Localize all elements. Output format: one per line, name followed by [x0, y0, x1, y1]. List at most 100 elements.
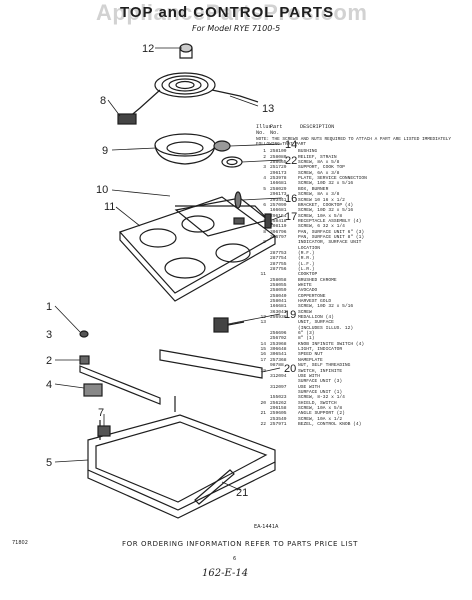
- part-number: 306541: [270, 352, 287, 358]
- part-description: UNIT, SURFACE: [298, 320, 334, 326]
- callout-label: 22: [285, 155, 297, 167]
- medallion: [179, 43, 193, 59]
- callout-label: 2: [46, 355, 52, 367]
- illus-number: 8: [263, 229, 266, 235]
- parts-list-row: 287753(R.F.): [256, 251, 468, 256]
- illus-number: 6: [263, 202, 266, 208]
- angle-support: [194, 469, 235, 505]
- part-description: INDICATOR, SURFACE UNIT: [298, 240, 362, 246]
- part-number: 293441: [270, 197, 287, 203]
- part-number: 306797: [270, 234, 287, 240]
- part-description: PAN, SURFACE UNIT 6" (3): [298, 229, 365, 235]
- callout-label: 4: [46, 379, 52, 391]
- part-number: 296158: [270, 405, 287, 411]
- part-description: NAMEPLATE: [298, 357, 323, 363]
- part-number: 98788: [270, 363, 284, 369]
- part-description: RECEPTACLE ASSEMBLY (4): [298, 218, 362, 224]
- illus-no-heading: Illus. No.: [256, 124, 275, 136]
- small-parts: [79, 330, 161, 405]
- part-number: 258041: [270, 299, 287, 305]
- part-description: (R.F.): [298, 250, 315, 256]
- callout-label: 14: [285, 139, 297, 151]
- part-number: 166681: [270, 181, 287, 187]
- part-description: HARVEST GOLD: [298, 299, 332, 305]
- part-description: COPPERTONE: [298, 293, 326, 299]
- parts-list-row: 287756(L.R.): [256, 267, 468, 272]
- drip-pan: [154, 133, 216, 165]
- parts-list-row: 258041 HARVEST GOLD: [256, 299, 468, 304]
- part-number: 259605: [270, 411, 287, 417]
- ordering-footer: FOR ORDERING INFORMATION REFER TO PARTS …: [122, 540, 358, 548]
- callout-numbers: 12 8 13 9 14 22 10 16 11 17 1 3 19 2 20 …: [46, 43, 297, 499]
- part-description: SCREW 10 16 x 1/2: [298, 197, 345, 203]
- part-description: (L.F.): [298, 261, 315, 267]
- part-number: 256702: [270, 336, 287, 342]
- part-number: 258055: [270, 283, 287, 288]
- part-description: BOX, BURNER: [298, 186, 329, 192]
- callout-label: 3: [46, 329, 52, 341]
- surface-unit-coil: [127, 72, 259, 119]
- part-number: 287754: [270, 256, 287, 262]
- part-description: LOCATION: [298, 245, 321, 251]
- part-description: BUSHING: [298, 149, 318, 155]
- part-description: (L.R.): [298, 266, 315, 272]
- parts-note: NOTE: THE SCREWS AND NUTS REQUIRED TO AT…: [256, 137, 451, 148]
- part-description: SHIELD, SWITCH: [298, 400, 337, 406]
- part-number: 306648: [270, 347, 287, 353]
- part-number: 363043: [270, 309, 287, 315]
- part-description: NUT, SELF THREADING: [298, 363, 351, 369]
- part-description: SCREW, 8A x 5/8: [298, 160, 340, 166]
- callout-label: 12: [142, 43, 154, 55]
- illus-number: 16: [260, 352, 266, 358]
- part-description: SCREW, 8A x 3/8: [298, 192, 340, 198]
- part-number: 155023: [270, 395, 287, 401]
- part-number: 257368: [270, 357, 287, 363]
- part-description: SCREW, 6A x 3/8: [298, 170, 340, 176]
- parts-list-row: SURFACE UNIT (3): [256, 379, 468, 384]
- callout-label: 5: [46, 457, 52, 469]
- part-number: 256696: [270, 331, 287, 337]
- parts-list-row: SURFACE UNIT (1): [256, 390, 468, 395]
- part-number: 166681: [270, 304, 287, 310]
- part-number: 287755: [270, 261, 287, 267]
- part-description: SCREW, 10A x 5/8: [298, 213, 343, 219]
- terminal-block: [117, 113, 137, 125]
- part-description: MEDALLION (4): [298, 315, 334, 321]
- illus-number: 7: [263, 218, 266, 224]
- infinite-switch: [213, 317, 245, 333]
- leader-lines: [54, 47, 283, 491]
- part-description: KNOB INFINITE SWITCH (4): [298, 341, 365, 347]
- part-description: 6" (3): [298, 331, 315, 337]
- parts-list-row: 287754(R.R.): [256, 256, 468, 261]
- control-knob: [213, 140, 243, 168]
- part-number: 253549: [270, 416, 287, 422]
- illus-number: 5: [263, 186, 266, 192]
- description-heading: DESCRIPTION: [300, 124, 335, 130]
- control-panel: [174, 191, 272, 237]
- callout-label: 17: [285, 211, 297, 223]
- part-number: 166681: [270, 208, 287, 214]
- part-description: SUPPORT, COOK TOP: [298, 165, 345, 171]
- callout-label: 7: [98, 407, 104, 419]
- part-number: 256936: [270, 315, 287, 321]
- parts-list-row: LOCATION: [256, 246, 468, 251]
